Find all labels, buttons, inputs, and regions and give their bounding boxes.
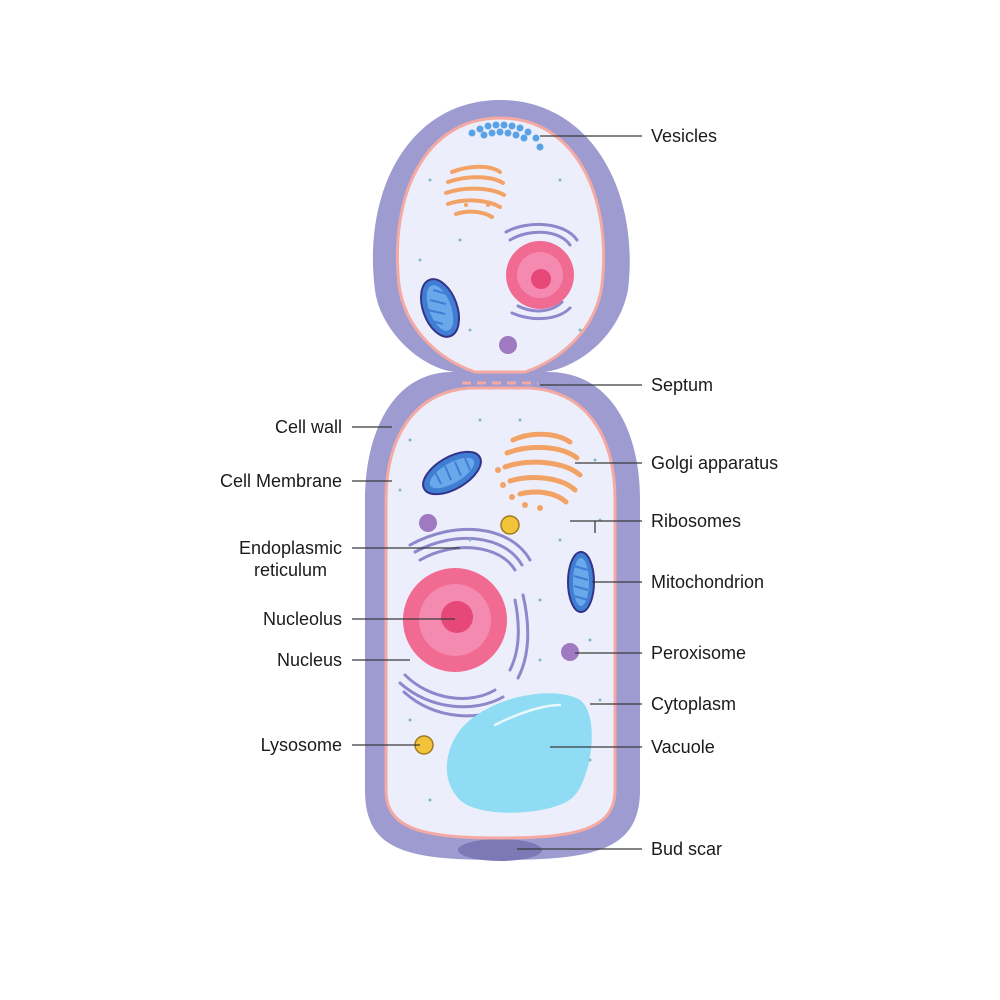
er-upper xyxy=(504,222,579,321)
peroxisome-lower xyxy=(561,643,579,661)
bud-scar xyxy=(458,839,542,861)
label-vacuole: Vacuole xyxy=(651,737,715,757)
vacuole xyxy=(446,693,592,813)
label-er-line2: reticulum xyxy=(253,560,327,580)
vacuole-highlight xyxy=(493,703,562,727)
nucleolus xyxy=(441,601,473,633)
golgi-apparatus-upper xyxy=(444,164,506,219)
peroxisome-upper xyxy=(499,336,517,354)
label-cell-wall: Cell wall xyxy=(274,417,342,437)
label-nucleolus: Nucleolus xyxy=(262,609,342,629)
mitochondrion-lower-right xyxy=(567,551,595,613)
label-golgi-apparatus: Golgi apparatus xyxy=(651,453,779,473)
label-septum: Septum xyxy=(651,375,714,395)
label-er-line1: Endoplasmic xyxy=(238,538,342,558)
label-peroxisome: Peroxisome xyxy=(651,643,747,663)
label-mitochondrion: Mitochondrion xyxy=(651,572,765,592)
vesicles xyxy=(468,121,544,151)
golgi-apparatus-lower xyxy=(495,431,583,511)
label-bud-scar: Bud scar xyxy=(651,839,723,859)
mitochondrion-upper xyxy=(420,278,460,338)
peroxisome-small xyxy=(419,514,437,532)
nucleolus-upper xyxy=(531,269,551,289)
label-vesicles: Vesicles xyxy=(651,126,718,146)
label-cell-membrane: Cell Membrane xyxy=(219,471,342,491)
lysosome-small xyxy=(500,515,520,535)
endoplasmic-reticulum xyxy=(398,527,532,718)
label-cytoplasm: Cytoplasm xyxy=(651,694,737,714)
leader-lines xyxy=(352,135,642,850)
label-nucleus: Nucleus xyxy=(276,650,342,670)
mitochondrion-lower-left xyxy=(422,450,482,496)
label-lysosome: Lysosome xyxy=(260,735,342,755)
label-ribosomes: Ribosomes xyxy=(651,511,742,531)
cell-membrane-upper xyxy=(395,116,606,374)
label-endoplasmic-reticulum: Endoplasmic reticulum xyxy=(239,537,342,581)
